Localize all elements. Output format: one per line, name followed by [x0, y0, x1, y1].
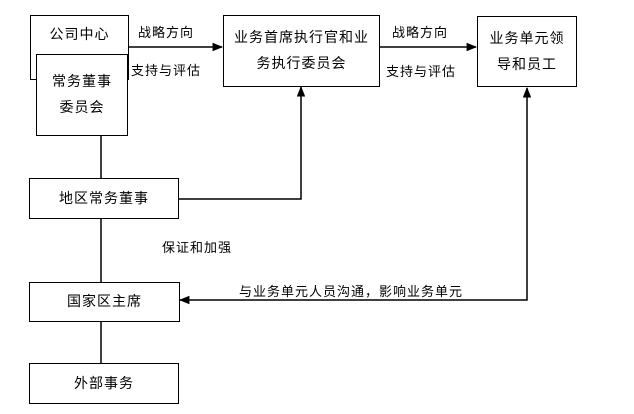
node-corporate-center-label: 公司中心 [49, 27, 110, 43]
label-communicate-business-unit: 与业务单元人员沟通，影响业务单元 [239, 285, 464, 300]
node-country-chairman: 国家区主席 [29, 282, 180, 322]
label-strategy-direction-2: 战略方向 [392, 26, 449, 41]
node-business-unit-leaders-label: 业务单元领导和员工 [489, 30, 565, 73]
node-managing-directors-committee-label: 常务董事委员会 [52, 74, 112, 116]
node-external-affairs-label: 外部事务 [74, 375, 134, 392]
arrow-business-unit-country [178, 86, 532, 305]
node-business-ceo-committee-label: 业务首席执行官和业务执行委员会 [234, 30, 369, 72]
node-country-chairman-label: 国家区主席 [67, 294, 142, 310]
node-managing-directors-committee: 常务董事委员会 [36, 54, 128, 136]
label-strategy-direction-1: 战略方向 [138, 26, 195, 41]
label-guarantee-strengthen: 保证和加强 [162, 241, 233, 256]
label-support-evaluation-2: 支持与评估 [386, 65, 457, 80]
label-support-evaluation-1: 支持与评估 [131, 64, 202, 79]
node-business-ceo-committee: 业务首席执行官和业务执行委员会 [223, 15, 380, 87]
node-regional-managing-director: 地区常务董事 [29, 178, 179, 219]
node-regional-managing-director-label: 地区常务董事 [59, 190, 149, 207]
node-external-affairs: 外部事务 [29, 363, 179, 404]
node-business-unit-leaders: 业务单元领导和员工 [477, 16, 577, 87]
arrow-regional-to-ceo [178, 85, 306, 200]
